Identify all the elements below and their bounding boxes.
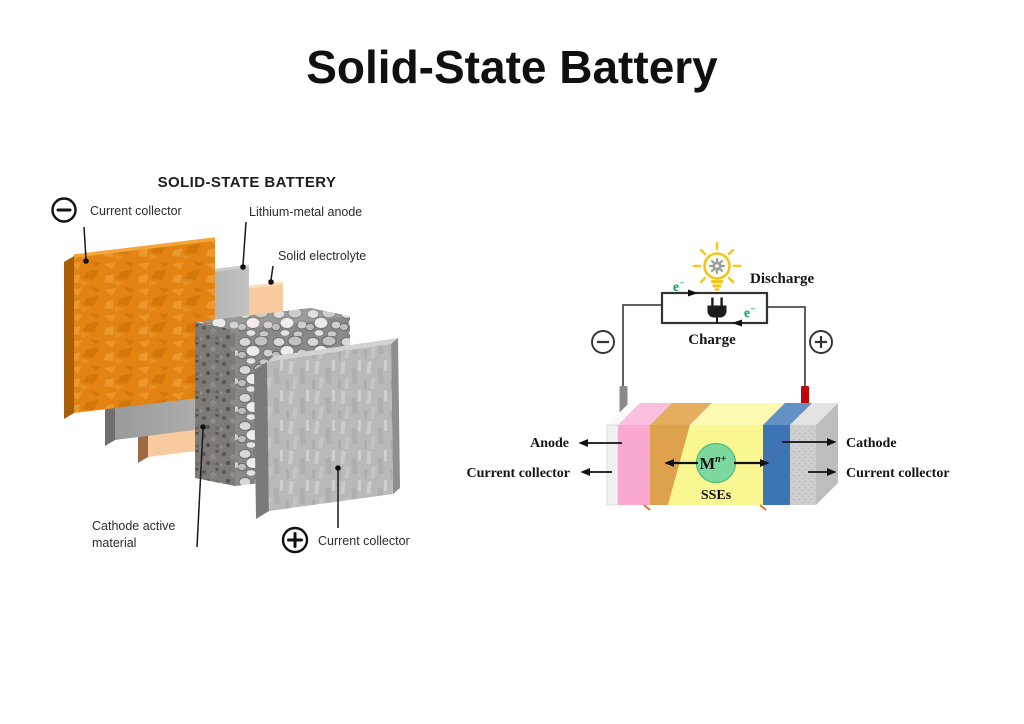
light-bulb-icon [692,241,742,291]
label-current-collector-bottom: Current collector [318,534,410,548]
charge-discharge-diagram: Discharge Charge e− e− Anode Current col… [466,241,950,511]
plug-icon [707,297,727,324]
label-sses: SSEs [701,488,732,503]
label-charge: Charge [688,332,736,348]
wire-left [622,304,662,387]
cell-front-faces [606,424,816,506]
charge-arrowhead-icon [732,319,742,327]
label-current-collector-top: Current collector [90,204,182,218]
cell-tab-left [643,504,651,511]
positive-terminal-icon [281,526,309,554]
page-title: Solid-State Battery [306,41,718,93]
electron-label-top: e− [673,279,684,294]
label-cathode-active-material-line1: Cathode active [92,519,175,533]
leader-lines [83,221,339,548]
layer-current-collector-positive [254,338,400,519]
layer-current-collector-negative [64,237,216,419]
collector-right-layer [790,425,816,505]
label-discharge: Discharge [750,271,814,287]
gear-icon [708,257,726,275]
label-current-collector-right: Current collector [846,466,950,481]
label-arrows [578,438,837,476]
label-cathode: Cathode [846,436,897,451]
discharge-arrowhead-icon [688,289,698,297]
electron-label-bottom: e− [744,305,755,320]
negative-terminal-icon [51,197,77,223]
label-lithium-metal-anode: Lithium-metal anode [249,205,362,219]
cell-tab-right [759,504,767,511]
positive-terminal-icon [809,330,833,354]
label-solid-electrolyte: Solid electrolyte [278,249,366,263]
negative-terminal-icon [591,330,615,354]
wire-right [767,306,806,387]
cathode-layer [763,425,790,505]
label-cathode-active-material-line2: material [92,536,136,550]
exploded-diagram-title: SOLID-STATE BATTERY [158,174,337,191]
label-anode: Anode [530,436,569,451]
cell-right-face [816,403,838,505]
exploded-layer-diagram: SOLID-STATE BATTERY [51,174,410,554]
anode-layer [618,425,650,505]
label-current-collector-left: Current collector [466,466,570,481]
leader-dots [83,258,341,471]
metal-ion-label: Mn+ [700,454,727,473]
cell-top-faces [607,403,838,425]
collector-left-layer [606,424,619,506]
